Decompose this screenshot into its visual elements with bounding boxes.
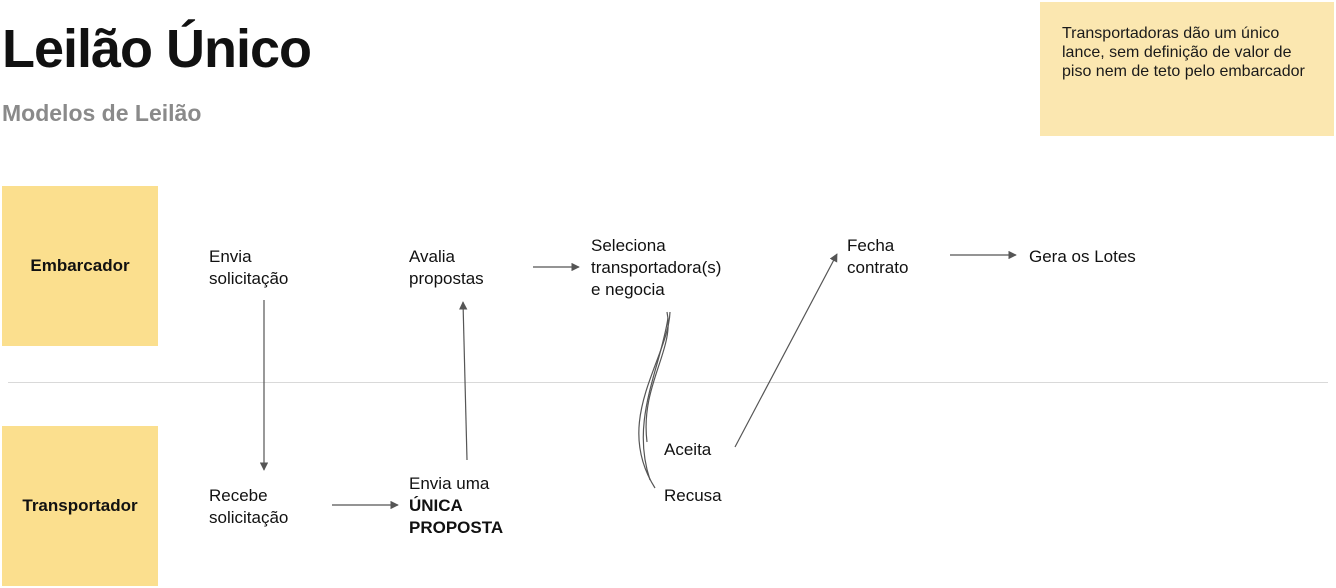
page-subtitle: Modelos de Leilão: [2, 100, 202, 126]
lane-embarcador: Embarcador: [2, 186, 158, 346]
node-text-strong: PROPOSTA: [409, 518, 504, 537]
lane-transportador: Transportador: [2, 426, 158, 586]
node-text: Recusa: [664, 486, 722, 505]
node-recusa: Recusa: [664, 485, 722, 507]
lane-divider: [8, 382, 1328, 383]
node-text: e negocia: [591, 280, 665, 299]
node-avalia-propostas: Avalia propostas: [409, 246, 484, 290]
lane-transportador-label: Transportador: [22, 496, 138, 515]
lane-embarcador-label: Embarcador: [30, 256, 130, 275]
node-recebe-solicitacao: Recebe solicitação: [209, 485, 288, 529]
node-text: Envia: [209, 247, 252, 266]
node-text: Avalia: [409, 247, 455, 266]
node-text: Seleciona: [591, 236, 666, 255]
node-gera-lotes: Gera os Lotes: [1029, 246, 1136, 268]
node-envia-proposta: Envia uma ÚNICA PROPOSTA: [409, 473, 503, 539]
node-text-strong: ÚNICA: [409, 496, 463, 515]
node-text: Fecha: [847, 236, 895, 255]
node-seleciona: Seleciona transportadora(s) e negocia: [591, 235, 721, 301]
arrow-aceita-to-fecha: [734, 253, 838, 448]
arrow-seleciona-to-recusa: [638, 311, 671, 489]
sticky-note: Transportadoras dão um único lance, sem …: [1040, 2, 1334, 136]
page-title: Leilão Único: [2, 19, 312, 79]
node-text: Recebe: [209, 486, 268, 505]
arrow-seleciona-to-recusa-2: [642, 317, 669, 481]
node-text: Aceita: [664, 440, 712, 459]
node-text: Envia uma: [409, 474, 490, 493]
node-aceita: Aceita: [664, 439, 711, 461]
node-text: solicitação: [209, 508, 289, 527]
node-text: solicitação: [209, 269, 289, 288]
node-text: propostas: [409, 269, 484, 288]
arrow-proposta-to-avalia: [458, 301, 468, 461]
node-envia-solicitacao: Envia solicitação: [209, 246, 288, 290]
node-text: Gera os Lotes: [1029, 247, 1136, 266]
node-text: transportadora(s): [591, 258, 722, 277]
node-fecha-contrato: Fecha contrato: [847, 235, 908, 279]
note-text: Transportadoras dão um único lance, sem …: [1062, 25, 1305, 80]
node-text: contrato: [847, 258, 909, 277]
